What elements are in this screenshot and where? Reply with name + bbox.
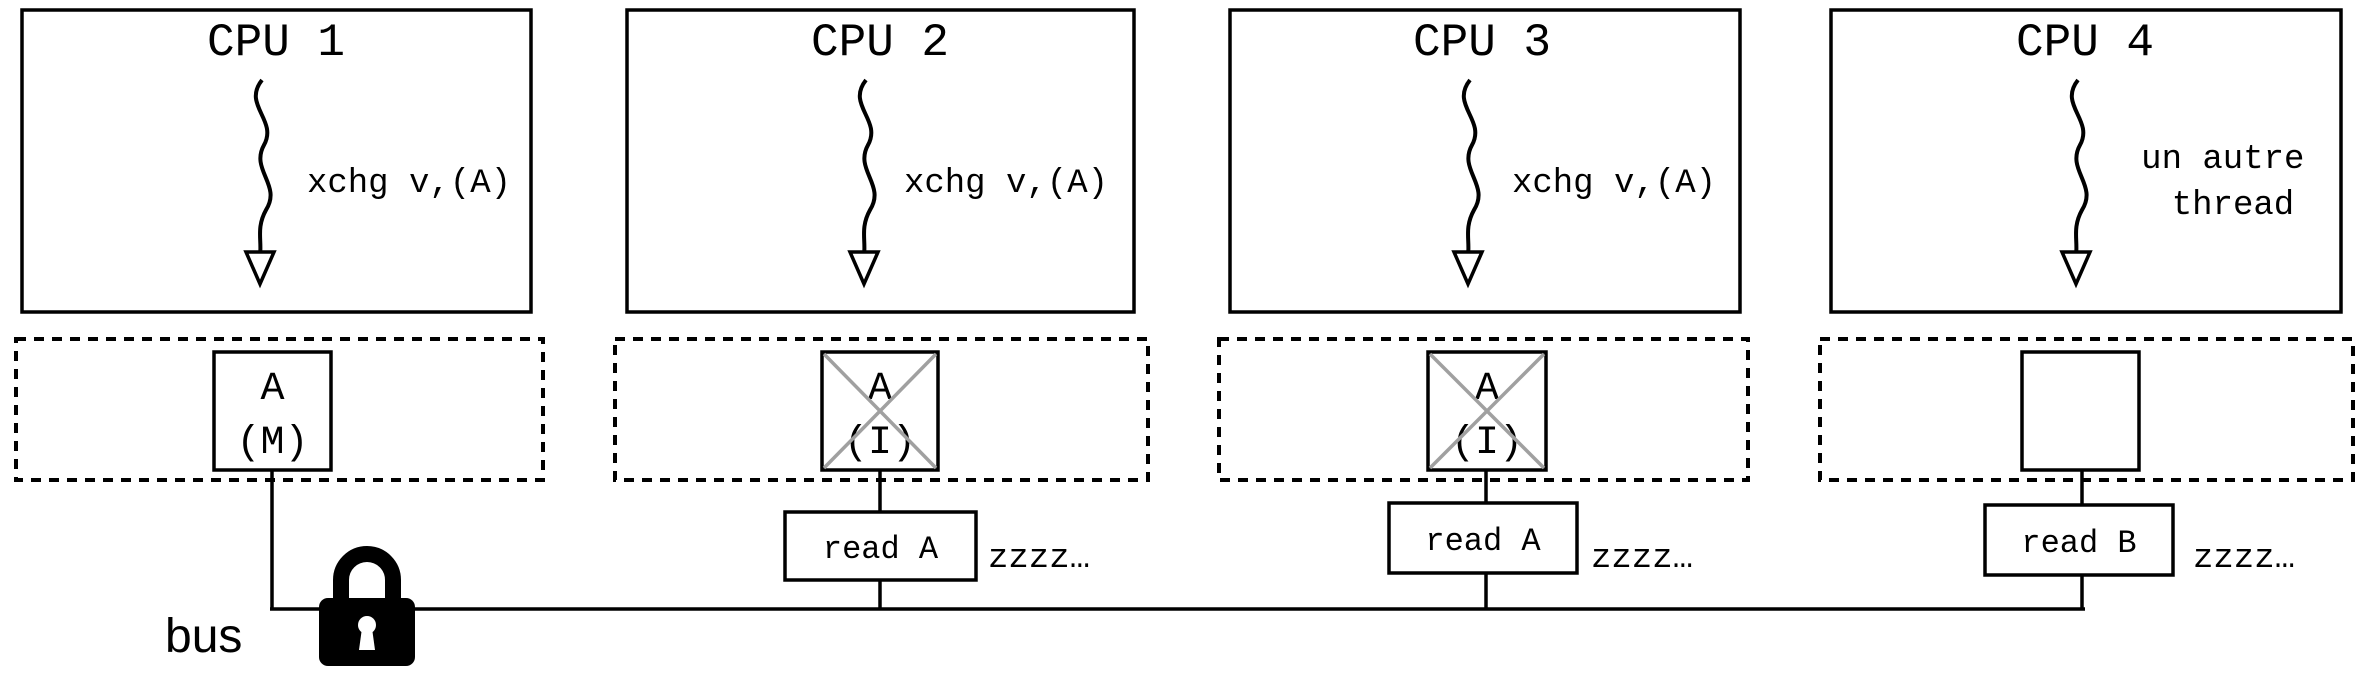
cpu-unit-1: CPU 1 xchg v,(A) A (M) [14,8,545,609]
cpu-box [20,8,533,314]
cpu-unit-4: CPU 4 un autre thread read B zzzz… [1818,8,2355,609]
bus-request-label: read A [1425,523,1541,560]
cache-area [1818,337,2355,482]
bus-request-box [783,510,978,582]
cpu-box [1829,8,2343,314]
cache-area [1217,337,1750,482]
bus-request-label: read A [823,531,939,568]
thread-squiggle-icon [857,78,877,257]
cpu-title: CPU 1 [207,17,345,69]
invalid-cross-icon [1428,352,1546,470]
cpu-action: un autre thread [2141,141,2325,225]
bus-request-label: read B [2021,525,2136,562]
cache-area [14,337,545,482]
bus-request-box [1983,503,2175,577]
cpu-title: CPU 4 [2016,17,2154,69]
thread-squiggle-icon [1461,78,1481,257]
thread-squiggle-icon [2069,78,2089,257]
cpu-unit-3: CPU 3 xchg v,(A) A (I) read A zzzz… [1217,8,1750,609]
arrow-head-icon [243,250,277,289]
waiting-label: zzzz… [2193,540,2295,578]
bus-label: bus [165,610,242,663]
cpu-title: CPU 3 [1413,17,1551,69]
cache-line [212,350,333,472]
arrow-head-icon [2059,250,2093,289]
arrow-head-icon [847,250,881,289]
cpu-action: xchg v,(A) [307,165,511,203]
padlock-icon [319,546,415,666]
cache-line-address: A [1475,367,1499,412]
cpu-unit-2: CPU 2 xchg v,(A) A (I) read A zzzz… [613,8,1150,609]
invalid-cross-icon [822,352,938,470]
cache-line-state: (M) [236,421,308,466]
bus-request-box [1387,501,1579,575]
cpu-action: xchg v,(A) [904,165,1108,203]
cache-line [2020,350,2141,472]
arrow-head-icon [1451,250,1485,289]
cpu-action: xchg v,(A) [1512,165,1716,203]
waiting-label: zzzz… [1591,540,1693,578]
cache-line-state: (I) [844,421,916,466]
cpu-box [1228,8,1742,314]
cache-line-address: A [868,367,892,412]
thread-squiggle-icon [253,78,273,257]
waiting-label: zzzz… [988,540,1090,578]
cache-line-state: (I) [1451,421,1523,466]
cpu-title: CPU 2 [811,17,949,69]
cpu-box [625,8,1136,314]
cache-line-address: A [260,367,284,412]
